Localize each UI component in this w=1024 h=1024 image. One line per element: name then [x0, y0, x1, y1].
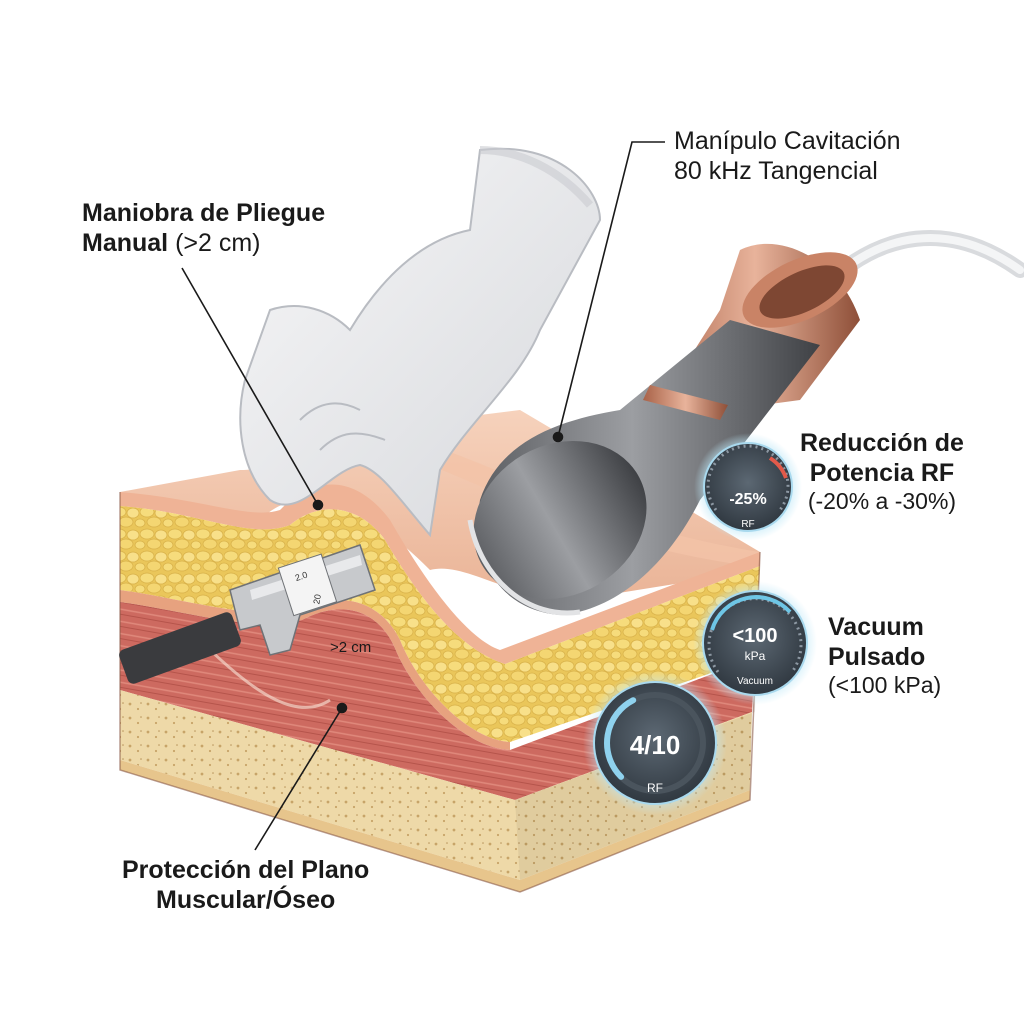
leader-protection: [254, 707, 343, 851]
gauge-rf-power-caption: RF: [647, 781, 663, 795]
gauge-vacuum-unit: kPa: [745, 649, 766, 663]
gauge-rf-power: 4/10 RF: [583, 671, 727, 815]
label-protection: Protección del Plano Muscular/Óseo: [122, 855, 369, 915]
label-rf-line2: Potencia RF: [809, 459, 955, 487]
label-rf-line1: Reducción de: [800, 429, 964, 457]
gauge-rf-reduction-value: -25%: [729, 491, 766, 508]
label-rf-line3: (-20% a -30%): [807, 488, 957, 514]
label-vacuum-line2: Pulsado: [828, 643, 926, 671]
label-vacuum-line3: (<100 kPa): [828, 672, 942, 698]
cavitation-probe: [467, 229, 1024, 616]
label-cavitation: Manípulo Cavitación 80 kHz Tangencial: [674, 126, 901, 186]
label-vacuum: Vacuum Pulsado (<100 kPa): [828, 612, 941, 700]
label-fold-title2: Manual: [82, 229, 169, 257]
caliper-tool: 2.0 20 >2 cm: [119, 544, 376, 684]
label-protection-line1: Protección del Plano: [122, 856, 370, 884]
gloved-hand: [239, 146, 602, 538]
gauge-rf-power-level-arc: [604, 697, 637, 780]
skin-layer: [120, 484, 760, 664]
label-fold-maneuver: Maniobra de Pliegue Manual (>2 cm): [82, 198, 325, 258]
label-fold-detail: (>2 cm): [175, 229, 261, 257]
label-rf-reduction: Reducción de Potencia RF (-20% a -30%): [800, 428, 964, 516]
gauge-rf-power-value: 4/10: [630, 730, 681, 760]
gauge-vacuum: <100 kPa Vacuum: [693, 581, 817, 705]
label-cavitation-line2: 80 kHz Tangencial: [674, 157, 878, 185]
label-protection-line2: Muscular/Óseo: [156, 886, 336, 914]
label-fold-title: Maniobra de Pliegue: [82, 199, 326, 227]
gauge-vacuum-value: <100: [732, 625, 777, 647]
leader-lines: [181, 141, 665, 851]
caliper-scale-bottom: 20: [311, 593, 323, 605]
leader-fold: [181, 267, 319, 506]
gauge-rf-reduction-caption: RF: [741, 519, 754, 530]
fat-layer: [120, 506, 760, 742]
caliper-measure-label: >2 cm: [330, 639, 371, 656]
gauge-rf-reduction: -25% RF: [694, 433, 802, 541]
label-cavitation-line1: Manípulo Cavitación: [674, 127, 901, 155]
gauge-vacuum-caption: Vacuum: [737, 676, 773, 687]
leader-cavitation: [557, 141, 665, 438]
label-vacuum-line1: Vacuum: [828, 613, 924, 641]
caliper-scale-top: 2.0: [294, 570, 309, 583]
bone-layer: [120, 690, 752, 880]
